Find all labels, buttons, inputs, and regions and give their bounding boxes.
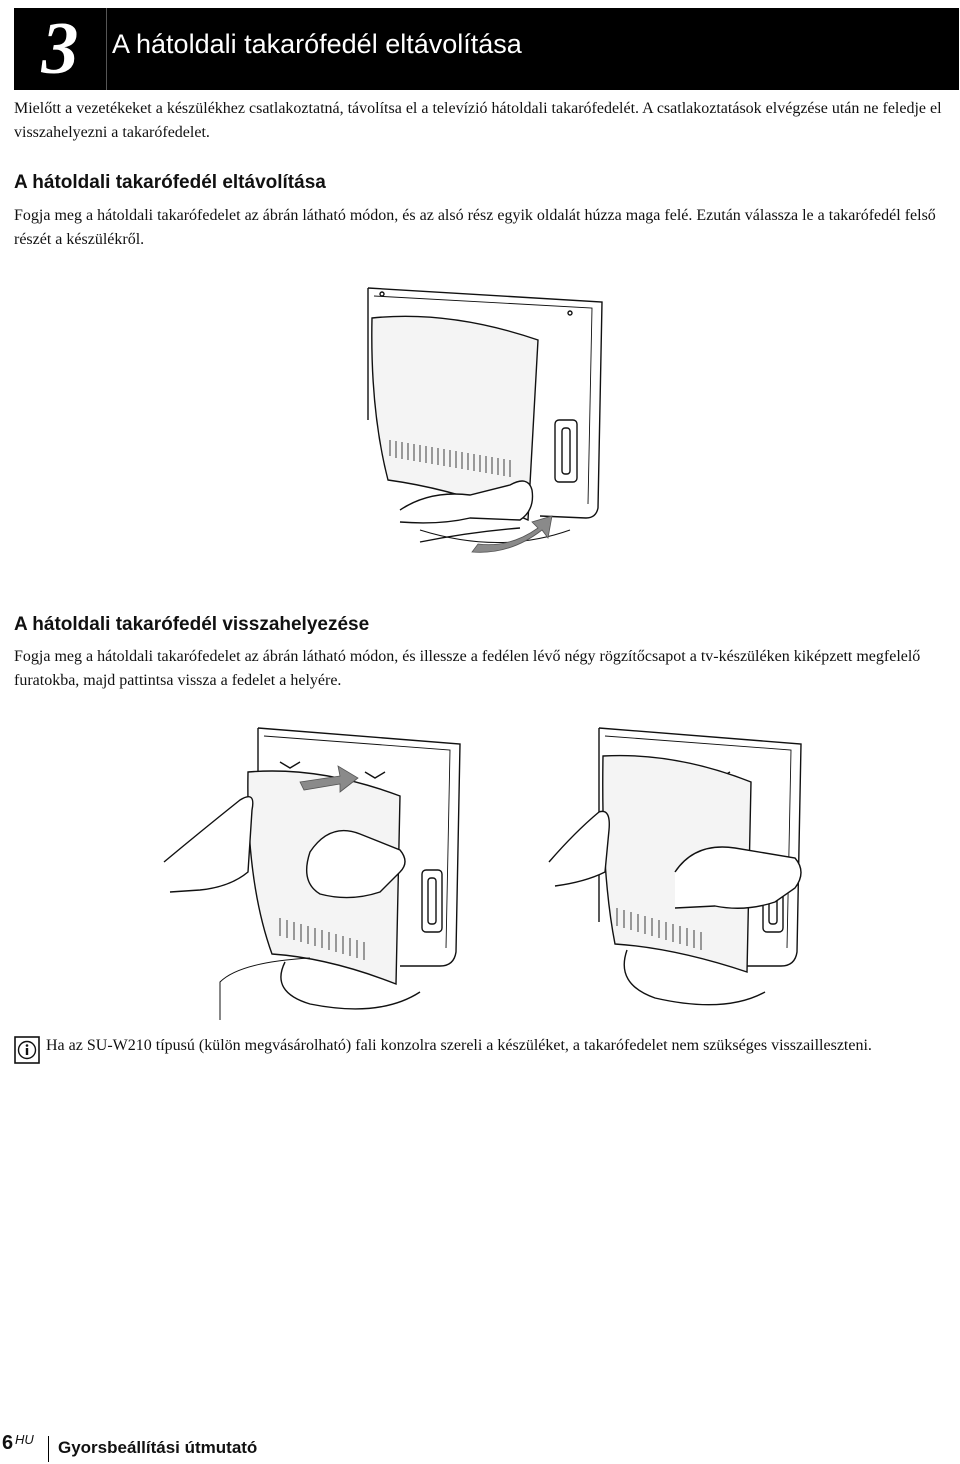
info-icon — [14, 1036, 40, 1064]
replace-illustration-right — [548, 727, 802, 1006]
page-number: 6 — [2, 1432, 14, 1454]
removal-illustration — [367, 287, 603, 553]
removal-heading: A hátoldali takarófedél eltávolítása — [14, 172, 326, 193]
intro-paragraph: Mielőtt a vezetékeket a készülékhez csat… — [14, 100, 942, 141]
language-code: HU — [15, 1432, 34, 1447]
replace-paragraph: Fogja meg a hátoldali takarófedelet az á… — [14, 648, 921, 689]
chapter-title: A hátoldali takarófedél eltávolítása — [112, 29, 522, 59]
replace-heading: A hátoldali takarófedél visszahelyezése — [14, 614, 370, 635]
header-divider — [106, 8, 107, 90]
note-text: Ha az SU-W210 típusú (külön megvásárolha… — [46, 1037, 872, 1054]
chapter-number: 3 — [41, 8, 79, 90]
replace-illustration-left — [163, 727, 461, 1020]
chapter-header: 3 A hátoldali takarófedél eltávolítása — [14, 8, 959, 90]
footer-title: Gyorsbeállítási útmutató — [58, 1438, 258, 1457]
removal-paragraph: Fogja meg a hátoldali takarófedelet az á… — [14, 207, 936, 248]
footer-divider — [48, 1436, 49, 1462]
